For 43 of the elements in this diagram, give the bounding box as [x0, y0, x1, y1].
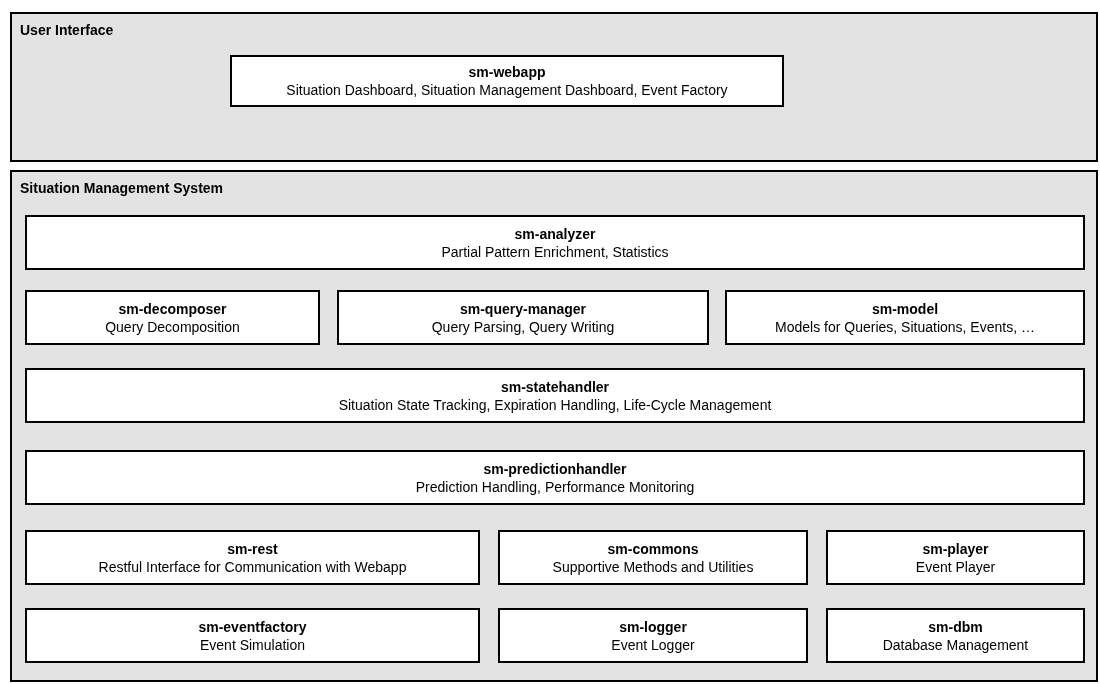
module-name: sm-model [871, 299, 939, 318]
module-description: Query Parsing, Query Writing [431, 317, 615, 336]
module-box [25, 290, 320, 345]
module-description: Prediction Handling, Performance Monitoring [415, 477, 695, 496]
module-box [25, 530, 480, 585]
module-description: Restful Interface for Communication with Webapp [98, 557, 407, 576]
module-description: Database Management [882, 635, 1029, 654]
module-name: sm-decomposer [118, 299, 227, 318]
module-description: Event Logger [611, 635, 695, 654]
module-name: sm-dbm [928, 617, 983, 636]
group-title: Situation Management System [20, 180, 224, 196]
module-description: Models for Queries, Situations, Events, … [775, 317, 1035, 336]
module-box [337, 290, 709, 345]
module-description: Event Player [915, 557, 996, 576]
module-name: sm-query-manager [459, 299, 586, 318]
group-panel [10, 170, 1098, 682]
module-name: sm-webapp [468, 63, 546, 81]
module-description: Supportive Methods and Utilities [552, 557, 754, 576]
module-name: sm-logger [619, 617, 687, 636]
group-panel [10, 12, 1098, 162]
module-box [498, 608, 808, 663]
module-description: Event Simulation [199, 635, 306, 654]
module-description: Query Decomposition [105, 317, 240, 336]
module-box [725, 290, 1085, 345]
module-description: Situation State Tracking, Expiration Handling, Life-Cycle Management [338, 395, 772, 414]
module-name: sm-player [922, 539, 989, 558]
group-title: User Interface [20, 22, 114, 38]
module-name: sm-commons [607, 539, 699, 558]
module-box [25, 608, 480, 663]
module-box [25, 215, 1085, 270]
module-name: sm-eventfactory [198, 617, 307, 636]
module-description: Partial Pattern Enrichment, Statistics [441, 242, 669, 261]
module-name: sm-analyzer [514, 224, 596, 243]
module-box [230, 55, 784, 107]
module-box [498, 530, 808, 585]
module-name: sm-predictionhandler [483, 459, 627, 478]
module-name: sm-statehandler [500, 377, 610, 396]
module-box [25, 368, 1085, 423]
module-box [826, 608, 1085, 663]
module-name: sm-rest [227, 539, 278, 558]
module-box [826, 530, 1085, 585]
module-description: Situation Dashboard, Situation Management Dashboard, Event Factory [286, 81, 728, 99]
module-box [25, 450, 1085, 505]
